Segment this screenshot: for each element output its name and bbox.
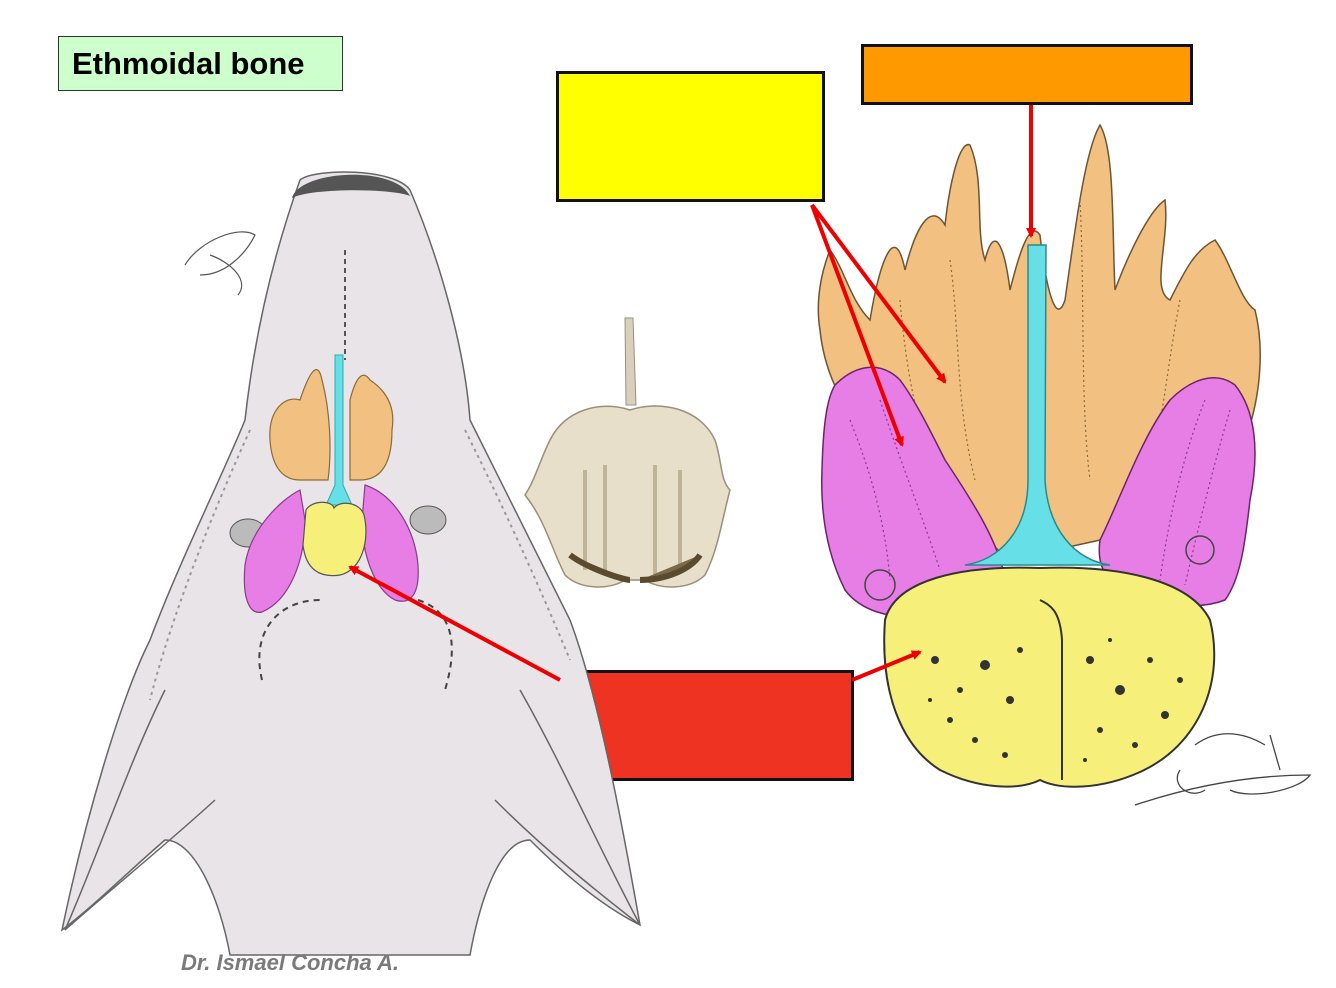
ear-right [494, 689, 641, 926]
label-box-orange[interactable] [861, 44, 1193, 105]
crista-galli-cyan [964, 244, 1111, 566]
author-credit: Dr. Ismael Concha A. [181, 950, 400, 975]
nasal-conchae-hatching [899, 199, 1181, 481]
signature-bottom-right [1134, 733, 1312, 806]
ethmoid-bone-photo [524, 317, 731, 588]
label-box-yellow[interactable] [556, 71, 825, 202]
labyrinth-hatching [849, 399, 1231, 586]
arrow-red-to-skull-plate [348, 565, 561, 682]
arrow-yellow-to-labyrinth [810, 204, 904, 447]
small-labyrinth-right [361, 484, 419, 602]
eye-right [409, 505, 447, 535]
pointer-arrows [348, 105, 1036, 682]
cribriform-pores [928, 638, 1183, 762]
dog-nose [292, 174, 410, 198]
cribriform-divider [1039, 599, 1063, 780]
arrow-yellow-to-conchae [810, 203, 947, 384]
title-box: Ethmoidal bone [58, 36, 343, 91]
small-labyrinth-left [243, 489, 306, 613]
foramen-left [864, 569, 896, 601]
brain-outline [258, 599, 453, 691]
ethmoid-bone-drawing [817, 123, 1312, 806]
head-shading-right [464, 429, 571, 661]
signature-top-left [184, 231, 256, 296]
ear-left [64, 689, 216, 931]
small-conchae-tan [269, 369, 394, 481]
foramen-right [1185, 535, 1215, 565]
page-title: Ethmoidal bone [72, 45, 305, 81]
cribriform-plate-yellow [883, 566, 1216, 788]
arrow-red-to-cribriform [851, 650, 922, 682]
small-cribriform-yellow [302, 501, 367, 577]
dog-head-illustration [60, 171, 641, 956]
